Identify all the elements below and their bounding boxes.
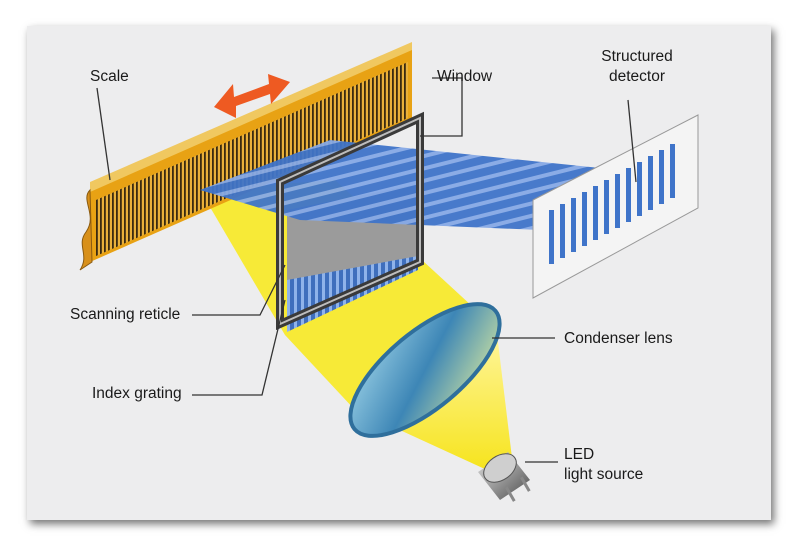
scale-ticks bbox=[96, 62, 408, 256]
condenser-lens bbox=[348, 302, 502, 438]
label-index-grating: Index grating bbox=[92, 385, 182, 402]
label-window: Window bbox=[437, 68, 493, 85]
led-light-source bbox=[478, 452, 531, 502]
label-scanning-reticle: Scanning reticle bbox=[70, 306, 181, 323]
light-bands bbox=[200, 140, 600, 230]
leader-lines bbox=[96, 77, 637, 463]
label-scale: Scale bbox=[90, 68, 129, 85]
label-structured-detector: Structured detector bbox=[601, 48, 673, 85]
detector-stripes bbox=[549, 144, 675, 264]
motion-double-arrow bbox=[214, 74, 290, 118]
scale-break-edge bbox=[79, 188, 93, 271]
scale-top-edge bbox=[90, 42, 412, 192]
window-frame-highlight bbox=[279, 116, 421, 326]
label-condenser-lens: Condenser lens bbox=[564, 330, 673, 347]
label-led-light-source: LED light source bbox=[564, 446, 644, 483]
